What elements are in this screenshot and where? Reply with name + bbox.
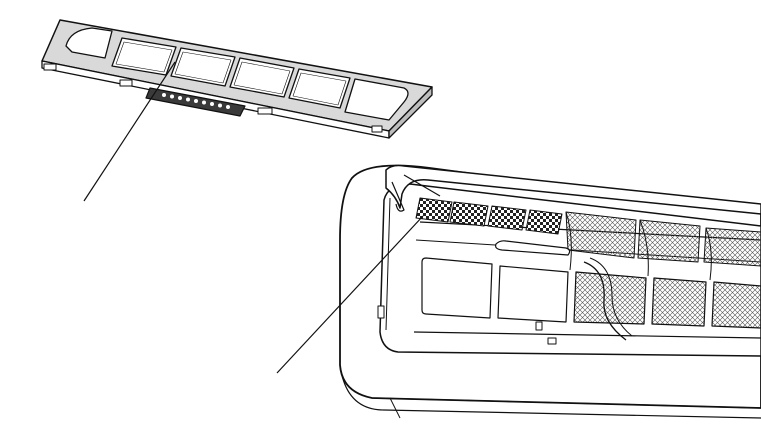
lower-panel-1 xyxy=(421,257,493,319)
filter-frame-side xyxy=(388,86,433,139)
unit-leader-line xyxy=(276,215,424,374)
mesh-cell-2 xyxy=(449,201,489,227)
filter-leader-line xyxy=(83,61,176,202)
lower-panel-2 xyxy=(497,265,569,323)
air-conditioner-unit xyxy=(339,164,761,419)
mesh-cell-1 xyxy=(415,197,453,223)
lower-panel-3 xyxy=(573,271,647,325)
unit-handle-slot xyxy=(495,240,571,256)
lower-panel-5 xyxy=(711,281,761,329)
filter-frame xyxy=(41,19,433,139)
unit-cable xyxy=(583,261,627,341)
lower-panel-4 xyxy=(651,277,707,327)
filter-window-1 xyxy=(65,27,113,59)
mesh-cell-4 xyxy=(525,209,563,235)
filter-window-6 xyxy=(344,78,409,121)
unit-front-panel xyxy=(385,164,761,215)
mesh-cell-3 xyxy=(487,205,527,231)
filter-grip-holes xyxy=(162,93,230,109)
